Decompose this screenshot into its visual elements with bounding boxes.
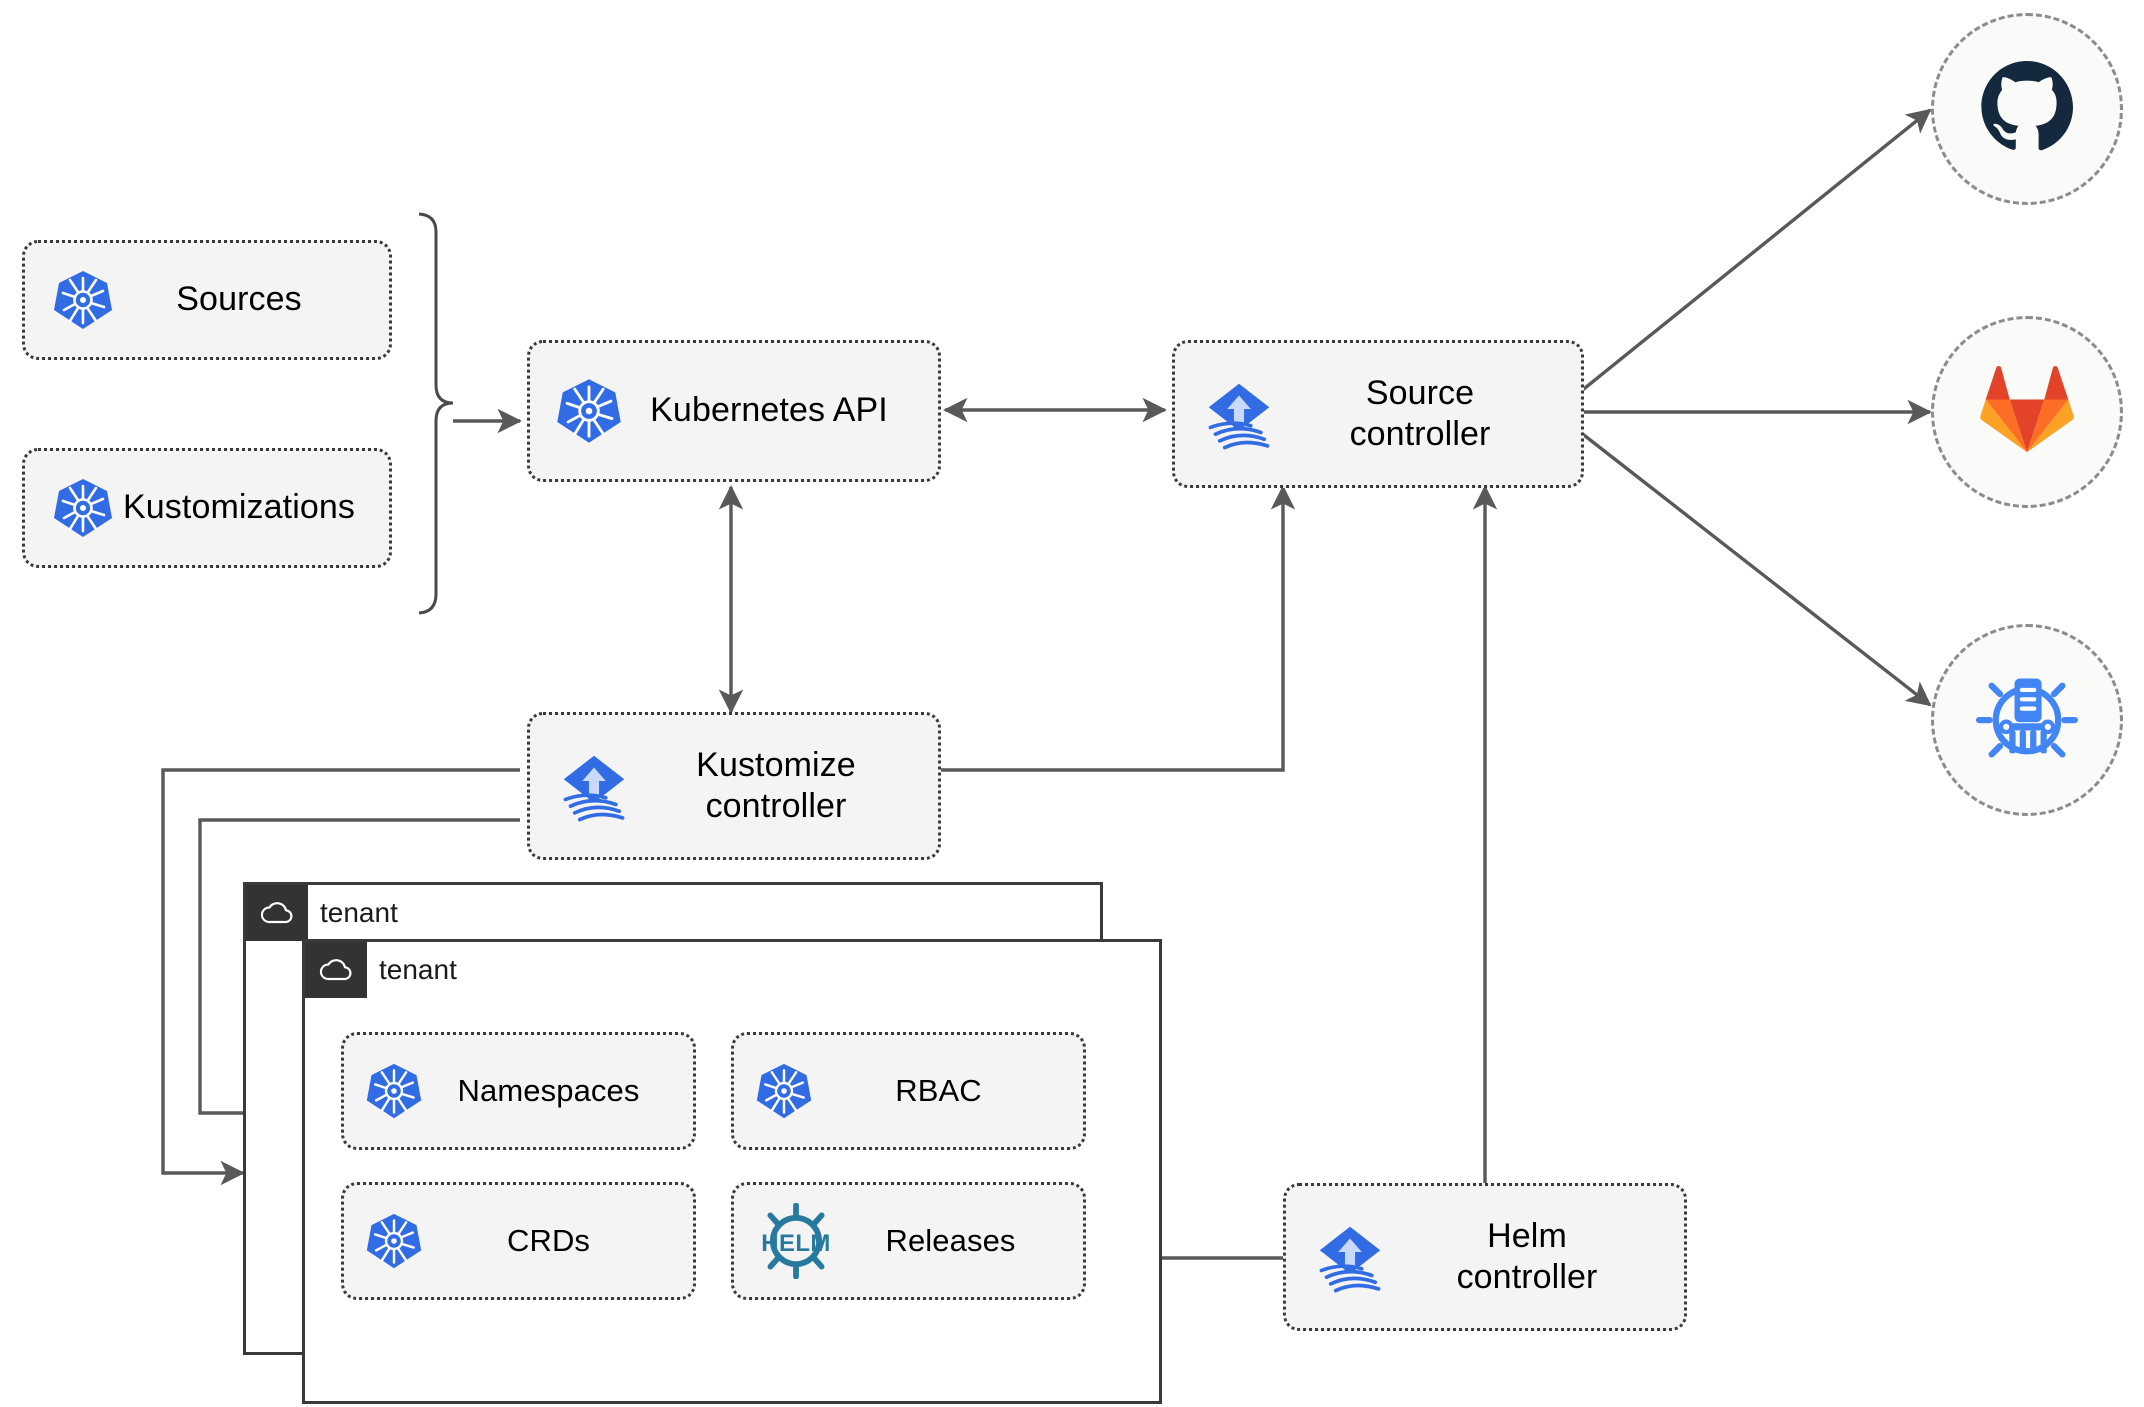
- kubernetes-icon: [51, 268, 115, 332]
- svg-text:HELM: HELM: [761, 1230, 830, 1257]
- node-kustomize-controller[interactable]: Kustomize controller: [527, 712, 941, 860]
- node-namespaces-label: Namespaces: [457, 1073, 640, 1109]
- node-source-controller[interactable]: Source controller: [1172, 340, 1584, 488]
- node-crds[interactable]: CRDs: [341, 1182, 696, 1300]
- node-releases-label: Releases: [885, 1223, 1016, 1259]
- kubernetes-icon: [364, 1061, 424, 1121]
- endpoint-github[interactable]: [1931, 13, 2123, 205]
- edge-source-to-github: [1578, 108, 1932, 394]
- node-kustomize-controller-label: Kustomize controller: [696, 745, 856, 825]
- node-releases[interactable]: HELM Releases: [731, 1182, 1086, 1300]
- kubernetes-icon: [51, 476, 115, 540]
- kubernetes-icon: [754, 1061, 814, 1121]
- node-kubernetes-api[interactable]: Kubernetes API: [527, 340, 941, 482]
- node-kustomizations-label: Kustomizations: [123, 488, 355, 527]
- endpoint-helm-repository[interactable]: [1931, 624, 2123, 816]
- gitlab-icon: [1979, 362, 2075, 463]
- github-icon: [1979, 59, 2075, 160]
- node-sources[interactable]: Sources: [22, 240, 392, 360]
- cloud-icon: [246, 885, 308, 941]
- kubernetes-icon: [364, 1211, 424, 1271]
- helm-icon: HELM: [754, 1203, 838, 1279]
- flux-icon: [1308, 1215, 1392, 1299]
- node-source-controller-label: Source controller: [1349, 373, 1491, 453]
- tenant-container-inner[interactable]: tenant: [302, 939, 1162, 1404]
- node-sources-label: Sources: [176, 280, 302, 319]
- node-helm-controller[interactable]: Helm controller: [1283, 1183, 1687, 1331]
- flux-icon: [552, 744, 636, 828]
- node-crds-label: CRDs: [506, 1223, 591, 1259]
- node-rbac-label: RBAC: [895, 1073, 982, 1109]
- tenant-inner-label: tenant: [379, 954, 457, 985]
- helm-repository-icon: [1975, 666, 2079, 775]
- node-kubernetes-api-label: Kubernetes API: [650, 391, 888, 430]
- flux-icon: [1197, 372, 1281, 456]
- node-rbac[interactable]: RBAC: [731, 1032, 1086, 1150]
- edge-kustomize-to-source: [940, 485, 1296, 772]
- node-kustomizations[interactable]: Kustomizations: [22, 448, 392, 568]
- group-brace: [418, 212, 454, 615]
- kubernetes-icon: [554, 376, 624, 446]
- endpoint-gitlab[interactable]: [1931, 316, 2123, 508]
- cloud-icon: [305, 942, 367, 998]
- node-namespaces[interactable]: Namespaces: [341, 1032, 696, 1150]
- node-helm-controller-label: Helm controller: [1456, 1216, 1598, 1296]
- tenant-outer-label: tenant: [320, 897, 398, 928]
- edge-source-to-bucket: [1578, 430, 1932, 707]
